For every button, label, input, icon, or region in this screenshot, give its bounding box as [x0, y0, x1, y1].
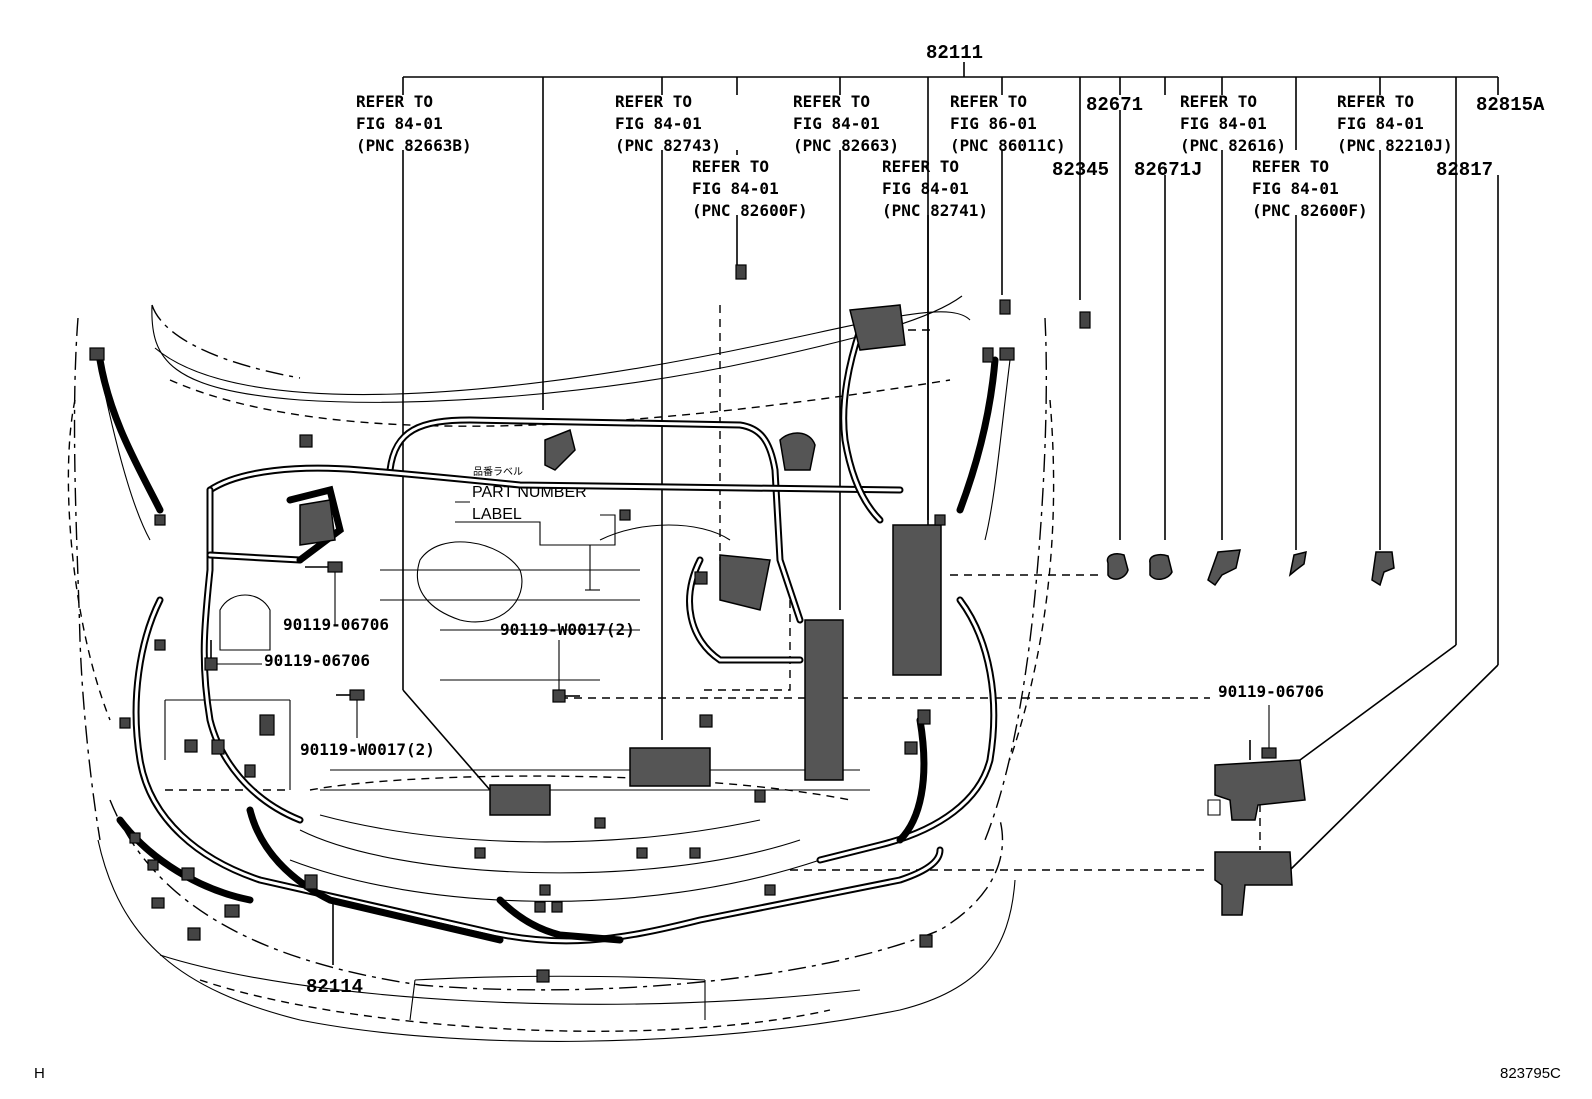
- refer-label-86011C: REFER TO FIG 86-01 (PNC 86011C): [950, 92, 1066, 155]
- refer-line: REFER TO: [1337, 92, 1414, 111]
- bolt-icon: [336, 689, 365, 738]
- connector-82671J: [1149, 553, 1173, 580]
- refer-label-82743: REFER TO FIG 84-01 (PNC 82743): [615, 92, 721, 155]
- refer-label-82600F-b: REFER TO FIG 84-01 (PNC 82600F): [1252, 157, 1368, 220]
- bolt-icon: [305, 561, 343, 625]
- refer-line: (PNC 82663): [793, 136, 899, 155]
- connector-82671: [1106, 553, 1129, 580]
- refer-line: (PNC 82600F): [1252, 201, 1368, 220]
- refer-line: (PNC 82616): [1180, 136, 1286, 155]
- bolt-icon: [1261, 747, 1277, 759]
- bracket-82815A: [1214, 759, 1306, 821]
- harness-wires: [96, 326, 999, 945]
- connector-82600F: [1288, 550, 1307, 577]
- refer-line: FIG 84-01: [692, 179, 779, 198]
- refer-label-82663: REFER TO FIG 84-01 (PNC 82663): [793, 92, 899, 155]
- bolt-label: 90119-06706: [283, 615, 389, 634]
- bolt-icon: [204, 640, 262, 671]
- refer-line: REFER TO: [356, 92, 433, 111]
- refer-line: (PNC 82743): [615, 136, 721, 155]
- refer-label-82741: REFER TO FIG 84-01 (PNC 82741): [882, 157, 988, 220]
- part-number-82111: 82111: [926, 42, 983, 64]
- part-label-callout: [455, 501, 616, 591]
- bolt-label: 90119-06706: [1218, 682, 1324, 701]
- ecu-bracket: [804, 619, 844, 781]
- refer-line: (PNC 82741): [882, 201, 988, 220]
- refer-line: (PNC 86011C): [950, 136, 1066, 155]
- bolt-label: 90119-W0017(2): [300, 740, 435, 759]
- part-number-82815A: 82815A: [1476, 94, 1545, 116]
- harness-clip: [299, 499, 336, 546]
- part-number-82114: 82114: [306, 976, 363, 998]
- junction-block: [892, 524, 942, 676]
- refer-line: FIG 84-01: [615, 114, 702, 133]
- refer-line: REFER TO: [1180, 92, 1257, 111]
- part-number-82671J: 82671J: [1134, 159, 1202, 181]
- refer-label-82616: REFER TO FIG 84-01 (PNC 82616): [1180, 92, 1286, 155]
- refer-line: REFER TO: [950, 92, 1027, 111]
- corner-mark: H: [34, 1065, 45, 1082]
- bracket-82817: [1214, 851, 1293, 916]
- refer-label-82663B: REFER TO FIG 84-01 (PNC 82663B): [356, 92, 472, 155]
- refer-line: (PNC 82210J): [1337, 136, 1453, 155]
- components: [89, 264, 1395, 983]
- refer-line: REFER TO: [692, 157, 769, 176]
- refer-line: (PNC 82663B): [356, 136, 472, 155]
- air-duct-connector: [719, 554, 771, 611]
- illustration-number: 823795C: [1500, 1065, 1561, 1082]
- part-number-82817: 82817: [1436, 159, 1493, 181]
- fuse-relay-top: [849, 304, 906, 351]
- refer-line: REFER TO: [793, 92, 870, 111]
- refer-line: FIG 84-01: [1252, 179, 1339, 198]
- part-label-line2: LABEL: [472, 506, 522, 523]
- bolt-label: 90119-06706: [264, 651, 370, 670]
- connector-82616: [1207, 549, 1241, 587]
- relay-block: [489, 784, 551, 816]
- refer-label-82600F-a: REFER TO FIG 84-01 (PNC 82600F): [692, 157, 808, 220]
- part-number-82345: 82345: [1052, 159, 1109, 181]
- callout-lines: [332, 62, 1499, 965]
- refer-label-82210J: REFER TO FIG 84-01 (PNC 82210J): [1337, 92, 1453, 155]
- part-label-jp: 品番ラベル: [473, 466, 523, 478]
- refer-line: REFER TO: [615, 92, 692, 111]
- refer-line: (PNC 82600F): [692, 201, 808, 220]
- refer-line: FIG 84-01: [793, 114, 880, 133]
- refer-line: FIG 86-01: [950, 114, 1037, 133]
- refer-line: FIG 84-01: [1180, 114, 1267, 133]
- connector-82210J: [1371, 551, 1395, 587]
- refer-line: FIG 84-01: [882, 179, 969, 198]
- vehicle-body-outline: [67, 295, 1261, 1042]
- part-number-82671: 82671: [1086, 94, 1143, 116]
- refer-line: FIG 84-01: [356, 114, 443, 133]
- fuse-block: [629, 747, 711, 787]
- arrow-icon: [544, 428, 576, 471]
- bolt-icon: [552, 640, 580, 703]
- refer-line: FIG 84-01: [1337, 114, 1424, 133]
- refer-line: REFER TO: [882, 157, 959, 176]
- grommet: [779, 432, 816, 471]
- refer-line: REFER TO: [1252, 157, 1329, 176]
